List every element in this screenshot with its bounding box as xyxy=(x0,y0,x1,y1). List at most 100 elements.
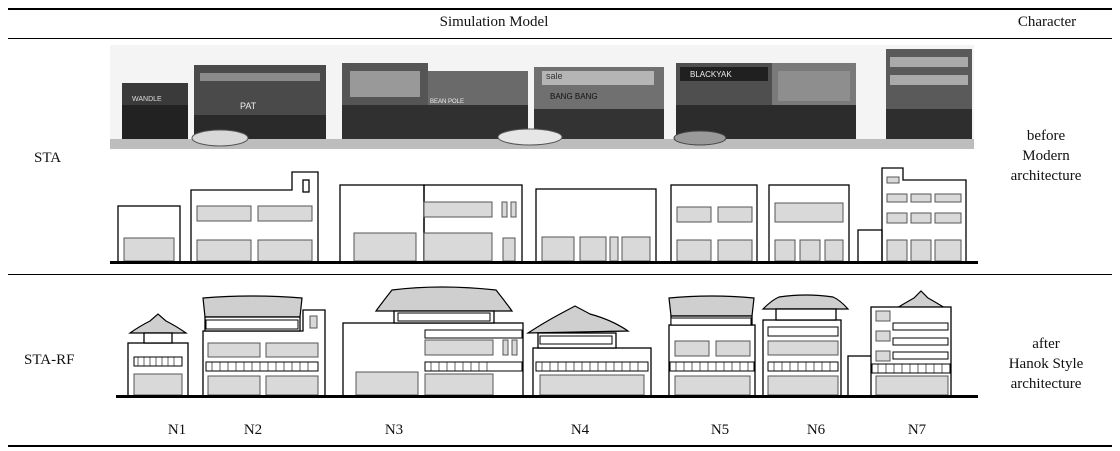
sta-window xyxy=(910,212,932,224)
sta-rf-window xyxy=(133,373,183,396)
sta-window xyxy=(196,205,252,222)
sta-rf-window xyxy=(502,339,509,356)
photo-window-band xyxy=(350,71,420,97)
sta-building-n7 xyxy=(881,167,967,262)
sta-rf-building-n3 xyxy=(342,322,524,397)
photo-sign: WANDLE xyxy=(132,96,162,103)
photo-window-band xyxy=(200,73,320,81)
sta-rf-n4-upper xyxy=(537,332,617,349)
sta-window xyxy=(886,193,908,203)
railing xyxy=(892,337,949,346)
sta-building-n7-low xyxy=(857,229,883,263)
sta-rf-window xyxy=(424,373,494,396)
character-line: Modern xyxy=(1022,148,1070,164)
railing xyxy=(397,312,491,322)
railing xyxy=(205,319,299,330)
photo-window-band xyxy=(542,71,654,85)
sta-window xyxy=(886,212,908,224)
sta-window xyxy=(257,205,313,222)
sta-rf-window xyxy=(875,310,891,322)
sta-rf-window xyxy=(539,374,645,396)
photo-window-band xyxy=(890,75,968,85)
sta-n2-tower-window xyxy=(302,179,310,193)
railing xyxy=(892,351,949,360)
railing xyxy=(424,361,523,372)
railing xyxy=(767,361,839,372)
sta-window xyxy=(123,237,175,262)
building-label-n2: N2 xyxy=(243,422,263,438)
railing xyxy=(539,335,613,345)
sta-rf-ground-line xyxy=(116,395,978,398)
header-character: Character xyxy=(1017,14,1077,30)
railing xyxy=(133,356,183,367)
sta-window xyxy=(824,239,844,262)
sta-window xyxy=(676,206,712,223)
railing-balusters xyxy=(137,357,943,373)
railing xyxy=(669,361,755,372)
sta-building-n5 xyxy=(670,184,758,263)
sta-rf-n2-upper xyxy=(204,316,301,332)
sta-rf-building-n5 xyxy=(668,324,756,397)
photo-car xyxy=(673,130,727,146)
sta-window xyxy=(541,236,575,262)
row-divider-rule xyxy=(8,274,1112,275)
photo-storefront xyxy=(886,109,972,139)
sta-window xyxy=(353,232,417,262)
sta-window xyxy=(910,239,932,262)
header-simulation-model: Simulation Model xyxy=(439,14,549,30)
sta-rf-window xyxy=(674,340,710,357)
sta-rf-window xyxy=(875,350,891,362)
sta-window xyxy=(774,202,844,223)
sta-rf-window xyxy=(715,340,751,357)
character-sta-rf: after Hanok Style architecture xyxy=(986,334,1106,394)
roof-n3 xyxy=(374,286,514,312)
sta-rf-window xyxy=(767,340,839,356)
sta-rf-window xyxy=(875,330,891,342)
sta-building-n6 xyxy=(768,184,850,263)
sta-rf-window xyxy=(207,375,261,396)
photo-sign: BLACKYAK xyxy=(690,70,732,79)
sta-window xyxy=(774,239,796,262)
sta-window xyxy=(196,239,252,262)
sta-window xyxy=(257,239,313,262)
photo-storefront xyxy=(342,105,528,139)
photo-window-band xyxy=(778,71,850,101)
character-line: before xyxy=(1026,128,1066,144)
sta-window xyxy=(799,239,821,262)
row-label-sta-rf: STA-RF xyxy=(24,352,75,368)
character-line: architecture xyxy=(1010,376,1082,392)
photo-car xyxy=(497,128,563,146)
header-bottom-rule xyxy=(8,38,1112,39)
sta-window xyxy=(676,239,712,262)
building-label-n4: N4 xyxy=(570,422,590,438)
sta-rf-building-n2 xyxy=(202,309,326,397)
sta-rf-window xyxy=(309,315,318,329)
railing xyxy=(535,361,649,372)
character-line: Hanok Style xyxy=(1008,356,1084,372)
sta-building-n3-annex xyxy=(423,184,523,263)
sta-window xyxy=(579,236,607,262)
sta-rf-building-n4 xyxy=(532,347,652,397)
sta-window xyxy=(717,206,753,223)
sta-building-n2 xyxy=(190,171,319,262)
sta-window xyxy=(934,239,962,262)
character-line: architecture xyxy=(1010,168,1082,184)
sta-rf-window xyxy=(265,375,319,396)
sta-building-n3 xyxy=(339,184,425,263)
building-label-n3: N3 xyxy=(384,422,404,438)
roof-n6 xyxy=(761,294,850,310)
railing xyxy=(424,329,523,339)
sta-window xyxy=(934,193,962,203)
sta-building-n4 xyxy=(535,188,657,263)
sta-window xyxy=(886,239,908,262)
sta-window xyxy=(510,201,517,218)
sta-rf-window xyxy=(875,375,949,396)
sta-window xyxy=(502,237,516,262)
sta-window xyxy=(501,201,508,218)
sta-window xyxy=(934,212,962,224)
photo-window-band xyxy=(890,57,968,67)
railing xyxy=(871,363,951,374)
sta-rf-n6-upper xyxy=(775,308,837,321)
roof-n7 xyxy=(889,290,953,312)
sta-rf-window xyxy=(511,339,518,356)
